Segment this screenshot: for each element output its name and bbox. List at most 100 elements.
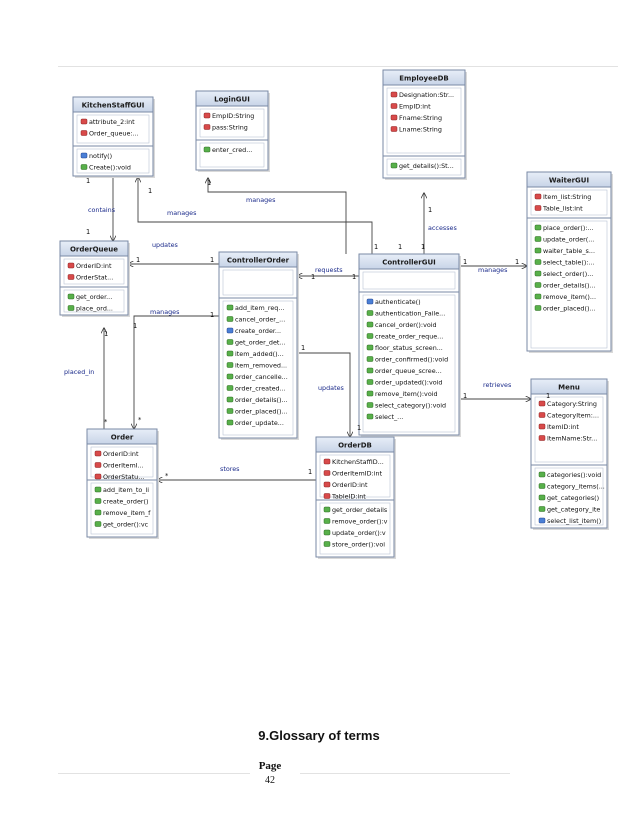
relationship-label-placed-in: placed_in <box>64 368 94 376</box>
private-attribute-icon <box>534 193 542 200</box>
class-operation: get_order_details <box>332 506 388 514</box>
class-operation: waiter_table_s... <box>543 247 595 255</box>
class-attribute: OrderID:int <box>332 481 368 489</box>
class-operation: select_category():void <box>375 402 446 410</box>
public-operation-icon <box>226 419 234 426</box>
public-operation-icon <box>226 396 234 403</box>
class-attribute: Order_queue:... <box>89 130 139 138</box>
attribute-compartment <box>199 108 265 138</box>
public-operation-icon <box>366 344 374 351</box>
class-attribute: ItemID:int <box>547 423 579 431</box>
relationship-label-requests: requests <box>315 266 343 274</box>
multiplicity-one: 1 <box>311 273 315 281</box>
public-operation-icon <box>534 293 542 300</box>
class-operation: update_order(... <box>543 236 594 244</box>
protected-operation-icon <box>226 327 234 334</box>
public-operation-icon <box>94 509 102 516</box>
private-attribute-icon <box>94 473 102 480</box>
class-operation: select_... <box>375 413 403 421</box>
multiplicity-one: 1 <box>308 468 312 476</box>
class-attribute: KitchenStaffID... <box>332 458 384 466</box>
class-operation: add_item_to_li <box>103 486 149 494</box>
private-attribute-icon <box>203 124 211 130</box>
public-operation-icon <box>94 486 102 493</box>
public-operation-icon <box>366 402 374 408</box>
multiplicity-one: 1 <box>133 322 137 330</box>
class-attribute: Fname:String <box>399 114 442 122</box>
public-operation-icon <box>534 259 542 265</box>
class-operation: get_category_ite <box>547 506 600 514</box>
multiplicity-one: 1 <box>136 256 140 264</box>
class-attribute: OrderItemID:int <box>332 470 382 478</box>
class-name: Order <box>111 434 134 442</box>
public-operation-icon <box>226 350 234 357</box>
class-operation: order_updated():void <box>375 379 442 387</box>
class-name: KitchenStaffGUI <box>82 102 145 110</box>
class-operation: get_order():vc <box>103 521 149 529</box>
attribute-compartment <box>76 114 150 144</box>
footer-rule-left <box>58 773 250 774</box>
class-operation: remove_item_f <box>103 509 151 517</box>
class-attribute: Table_list:int <box>542 205 583 213</box>
class-attribute: Lname:String <box>399 126 442 134</box>
multiplicity-one: 1 <box>515 258 519 266</box>
private-attribute-icon <box>67 274 75 280</box>
class-attribute: pass:String <box>212 124 248 132</box>
class-operation: order_placed()... <box>543 305 596 313</box>
public-operation-icon <box>67 305 75 311</box>
class-attribute: EmpID:String <box>212 112 254 120</box>
class-operation: get_categories() <box>547 494 599 502</box>
relationship-lines <box>104 177 531 480</box>
private-attribute-icon <box>538 412 546 418</box>
relationship-label-retrieves: retrieves <box>483 381 512 389</box>
class-attribute: Item_list:String <box>543 193 591 201</box>
class-operation: order_created... <box>235 385 286 393</box>
public-operation-icon <box>534 270 542 277</box>
class-header <box>359 254 459 269</box>
class-attribute: OrderItemI... <box>103 462 144 470</box>
multiplicity-one: 1 <box>210 256 214 264</box>
class-operation: get_details():St... <box>399 162 454 170</box>
class-waitergui: WaiterGUI Item_list:StringTable_list:intp… <box>526 171 613 353</box>
class-operation: notify() <box>89 152 112 160</box>
class-operation: order_details()... <box>235 396 288 404</box>
private-attribute-icon <box>534 205 542 211</box>
public-operation-icon <box>323 518 331 524</box>
private-attribute-icon <box>80 118 88 125</box>
private-attribute-icon <box>390 103 398 109</box>
class-header <box>219 252 297 267</box>
public-operation-icon <box>226 408 234 414</box>
public-operation-icon <box>366 321 374 328</box>
operation-compartment <box>222 300 294 436</box>
class-header <box>196 91 268 106</box>
relationship-label-manages-order: manages <box>150 308 180 316</box>
class-name: WaiterGUI <box>549 177 589 185</box>
class-header <box>527 172 611 187</box>
private-attribute-icon <box>67 262 75 269</box>
multiplicity-one: 1 <box>301 344 305 352</box>
protected-operation-icon <box>538 517 546 524</box>
operation-compartment <box>76 148 150 174</box>
public-operation-icon <box>534 247 542 254</box>
class-attribute: CategoryItem:... <box>547 412 599 420</box>
public-operation-icon <box>226 304 234 311</box>
relationship-label-manages-waiter: manages <box>478 266 508 274</box>
multiplicity-one: 1 <box>86 228 90 236</box>
class-operation: categories():void <box>547 471 601 479</box>
private-attribute-icon <box>323 493 331 499</box>
private-attribute-icon <box>323 481 331 488</box>
private-attribute-icon <box>390 91 398 98</box>
association-line <box>208 178 347 254</box>
class-operation: place_order():... <box>543 224 594 232</box>
public-operation-icon <box>366 333 374 339</box>
class-operation: remove_item()... <box>543 293 596 301</box>
private-attribute-icon <box>538 400 546 407</box>
class-operation: update_order():v <box>332 529 386 537</box>
class-operation: order_placed()... <box>235 408 288 416</box>
attribute-compartment <box>222 269 294 296</box>
multiplicity-one: 1 <box>546 392 550 400</box>
class-operation: remove_item():void <box>375 390 438 398</box>
multiplicity-one: 1 <box>86 177 90 185</box>
class-attribute: TableID:int <box>331 493 366 501</box>
class-operation: select_list_item() <box>547 517 601 525</box>
